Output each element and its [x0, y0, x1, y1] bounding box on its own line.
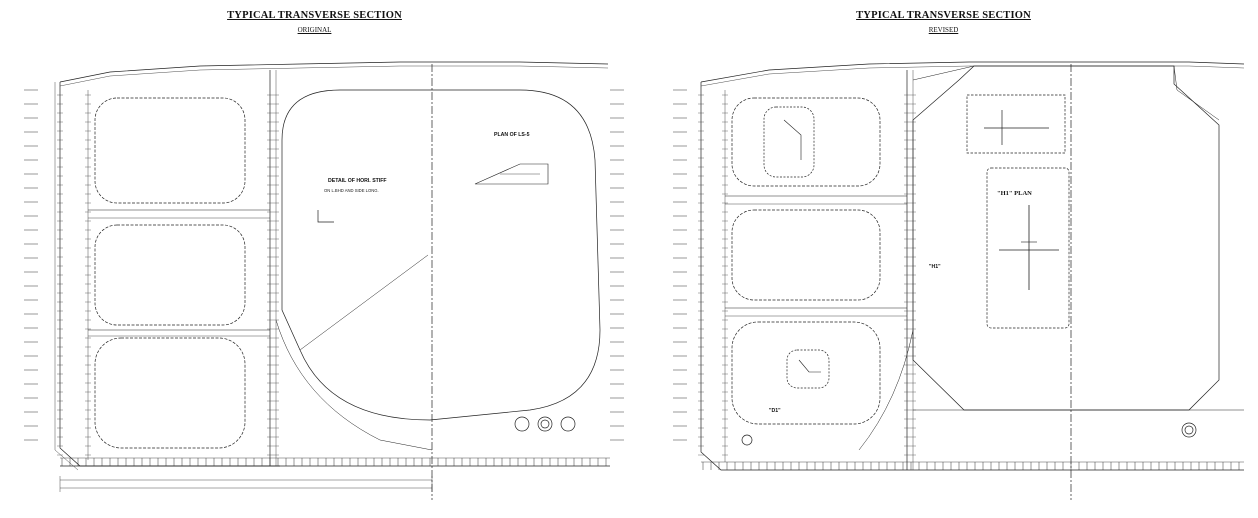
- revised-section-drawing: "H1" PLAN "H1" "D1": [673, 61, 1245, 500]
- original-title: TYPICAL TRANSVERSE SECTION: [227, 10, 402, 21]
- wing-tank-middle: [731, 209, 881, 301]
- detail-title: DETAIL OF HORI. STIFF: [328, 178, 387, 184]
- deck-line: [59, 61, 609, 83]
- revised-title: TYPICAL TRANSVERSE SECTION: [856, 10, 1031, 21]
- hull-outline: [59, 82, 280, 467]
- d1-mark: "D1": [769, 408, 781, 414]
- hull-outline: [700, 82, 1244, 471]
- detail-subtitle: ON L.BHD AND SIDE LONG.: [324, 188, 379, 193]
- wing-tank-upper: [94, 97, 246, 204]
- h1-mark: "H1": [929, 264, 941, 270]
- h1-plan-box: [986, 167, 1070, 329]
- tank-detail-lower: [786, 349, 830, 389]
- cargo-hold-outline: [281, 89, 601, 421]
- tank-detail-upper: [763, 106, 815, 178]
- cargo-hold-outline: [912, 65, 1220, 411]
- revised-section-panel: TYPICAL TRANSVERSE SECTION REVISED: [629, 0, 1258, 518]
- original-subtitle: ORIGINAL: [297, 26, 332, 34]
- deck-line: [700, 61, 1245, 83]
- wing-tank-lower: [731, 321, 881, 425]
- wing-tank-upper: [731, 97, 881, 187]
- h1-plan-label: "H1" PLAN: [997, 190, 1032, 197]
- revised-subtitle: REVISED: [928, 26, 959, 34]
- original-section-drawing: DETAIL OF HORI. STIFF ON L.BHD AND SIDE …: [24, 61, 624, 500]
- plan-title: PLAN OF LS-5: [494, 132, 530, 138]
- original-section-panel: TYPICAL TRANSVERSE SECTION ORIGINAL: [24, 10, 624, 500]
- upper-detail-box: [966, 94, 1066, 154]
- wing-tank-middle: [94, 224, 246, 326]
- wing-tank-lower: [94, 337, 246, 449]
